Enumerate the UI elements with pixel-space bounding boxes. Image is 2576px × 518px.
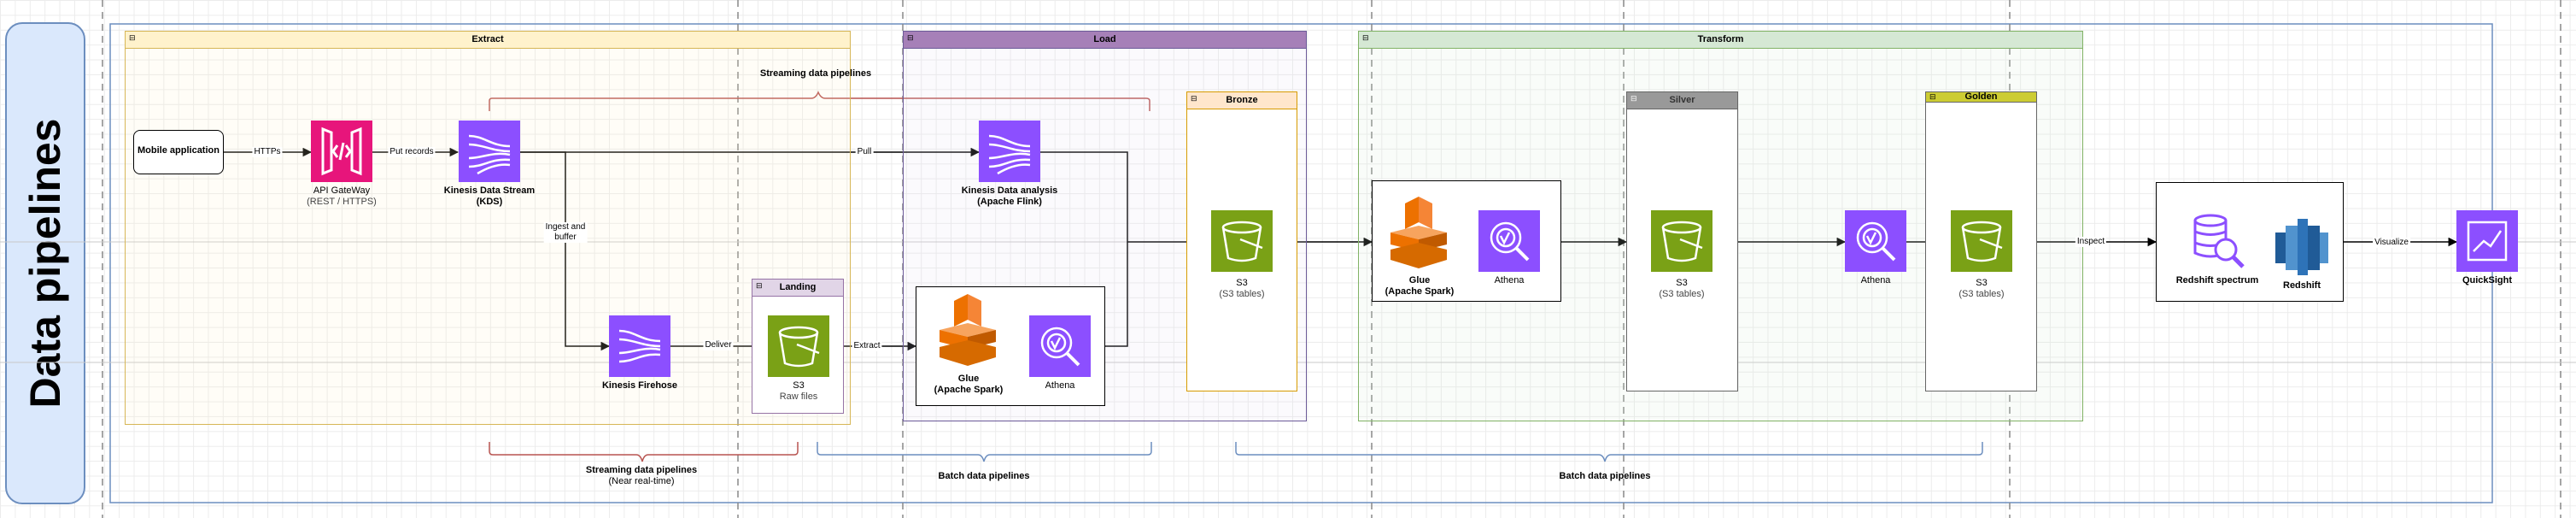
api-gateway-icon[interactable] [311, 121, 372, 182]
brace-label-streaming-bottom: Streaming data pipelines [585, 465, 698, 475]
edge-label-inspect: Inspect [2075, 237, 2107, 247]
athena-silver-icon[interactable] [1845, 210, 1906, 272]
s3-silver-name: S3 [1676, 278, 1688, 288]
brace-streaming-bottom [489, 442, 799, 462]
edge-ingest-buffer [519, 151, 611, 351]
mobile-application-label: Mobile application [138, 145, 220, 156]
kds-sub: (KDS) [476, 197, 503, 207]
s3-silver-bucket-icon[interactable] [1651, 210, 1712, 272]
kds-name: Kinesis Data Stream [443, 185, 536, 196]
api-gateway-sub: (REST / HTTPS) [307, 197, 377, 207]
edge-kda-glue-merge [1040, 151, 1128, 347]
glue-load-icon[interactable] [934, 292, 1001, 368]
kinesis-firehose-icon[interactable] [609, 315, 670, 377]
brace-batch-load [817, 442, 1152, 462]
s3-raw-name: S3 [793, 380, 805, 391]
api-gateway-name: API GateWay [313, 185, 371, 196]
brace-batch-transform [1235, 442, 1983, 462]
brace-streaming-top [489, 91, 1150, 111]
edge-label-https: HTTPs [252, 147, 283, 157]
kinesis-data-stream-icon[interactable] [459, 121, 520, 182]
s3-golden-sub: (S3 tables) [1958, 289, 2005, 299]
s3-bronze-sub: (S3 tables) [1219, 289, 1265, 299]
athena-silver-name: Athena [1860, 275, 1891, 285]
athena-load-icon[interactable] [1029, 315, 1091, 377]
redshift-name: Redshift [2283, 280, 2321, 291]
group-landing-title: Landing [779, 282, 817, 292]
edge-label-deliver: Deliver [703, 340, 734, 350]
brace-label-batch-transform: Batch data pipelines [1559, 471, 1651, 481]
glue-load-name: Glue [957, 374, 980, 384]
kda-sub: (Apache Flink) [977, 197, 1042, 207]
s3-golden-bucket-icon[interactable] [1951, 210, 2012, 272]
glue-load-sub: (Apache Spark) [934, 385, 1004, 395]
group-silver-title: Silver [1669, 95, 1695, 105]
edge-label-pull: Pull [855, 147, 874, 157]
s3-raw-bucket-icon[interactable] [768, 315, 829, 377]
kinesis-data-analysis-icon[interactable] [979, 121, 1040, 182]
kda-name: Kinesis Data analysis [961, 185, 1058, 196]
edge-label-put-records: Put records [388, 147, 436, 157]
side-title-tab: Data pipelines [5, 22, 85, 504]
brace-label-streaming-bottom-sub: (Near real-time) [608, 476, 675, 486]
s3-raw-sub: Raw files [779, 391, 818, 402]
edge-label-visualize: Visualize [2373, 238, 2410, 248]
athena-transform-name: Athena [1494, 275, 1525, 285]
brace-label-batch-load: Batch data pipelines [938, 471, 1030, 481]
redshift-icon[interactable] [2274, 215, 2330, 277]
glue-transform-icon[interactable] [1385, 195, 1452, 270]
athena-transform-icon[interactable] [1478, 210, 1540, 272]
group-load-title: Load [1093, 34, 1116, 44]
glue-transform-sub: (Apache Spark) [1385, 286, 1455, 297]
glue-transform-name: Glue [1408, 275, 1431, 285]
brace-label-streaming-top: Streaming data pipelines [759, 68, 872, 79]
quicksight-name: QuickSight [2462, 275, 2513, 285]
group-bronze-title: Bronze [1226, 95, 1258, 105]
s3-golden-name: S3 [1976, 278, 1988, 288]
quicksight-icon[interactable] [2456, 210, 2518, 272]
group-golden-title: Golden [1964, 91, 1998, 102]
s3-bronze-bucket-icon[interactable] [1211, 210, 1273, 272]
s3-bronze-name: S3 [1236, 278, 1248, 288]
athena-load-name: Athena [1045, 380, 1075, 391]
edge-label-extract: Extract [852, 341, 882, 351]
redshift-spectrum-name: Redshift spectrum [2175, 275, 2259, 285]
redshift-spectrum-icon[interactable] [2187, 210, 2248, 272]
firehose-name: Kinesis Firehose [601, 380, 678, 391]
edge-label-ingest-buffer: Ingest and buffer [543, 222, 588, 243]
s3-silver-sub: (S3 tables) [1659, 289, 1705, 299]
group-extract-title: Extract [471, 34, 504, 44]
group-extract: ⊟ Extract [125, 31, 851, 425]
group-transform-title: Transform [1697, 34, 1744, 44]
mobile-application-node[interactable]: Mobile application [133, 130, 224, 174]
